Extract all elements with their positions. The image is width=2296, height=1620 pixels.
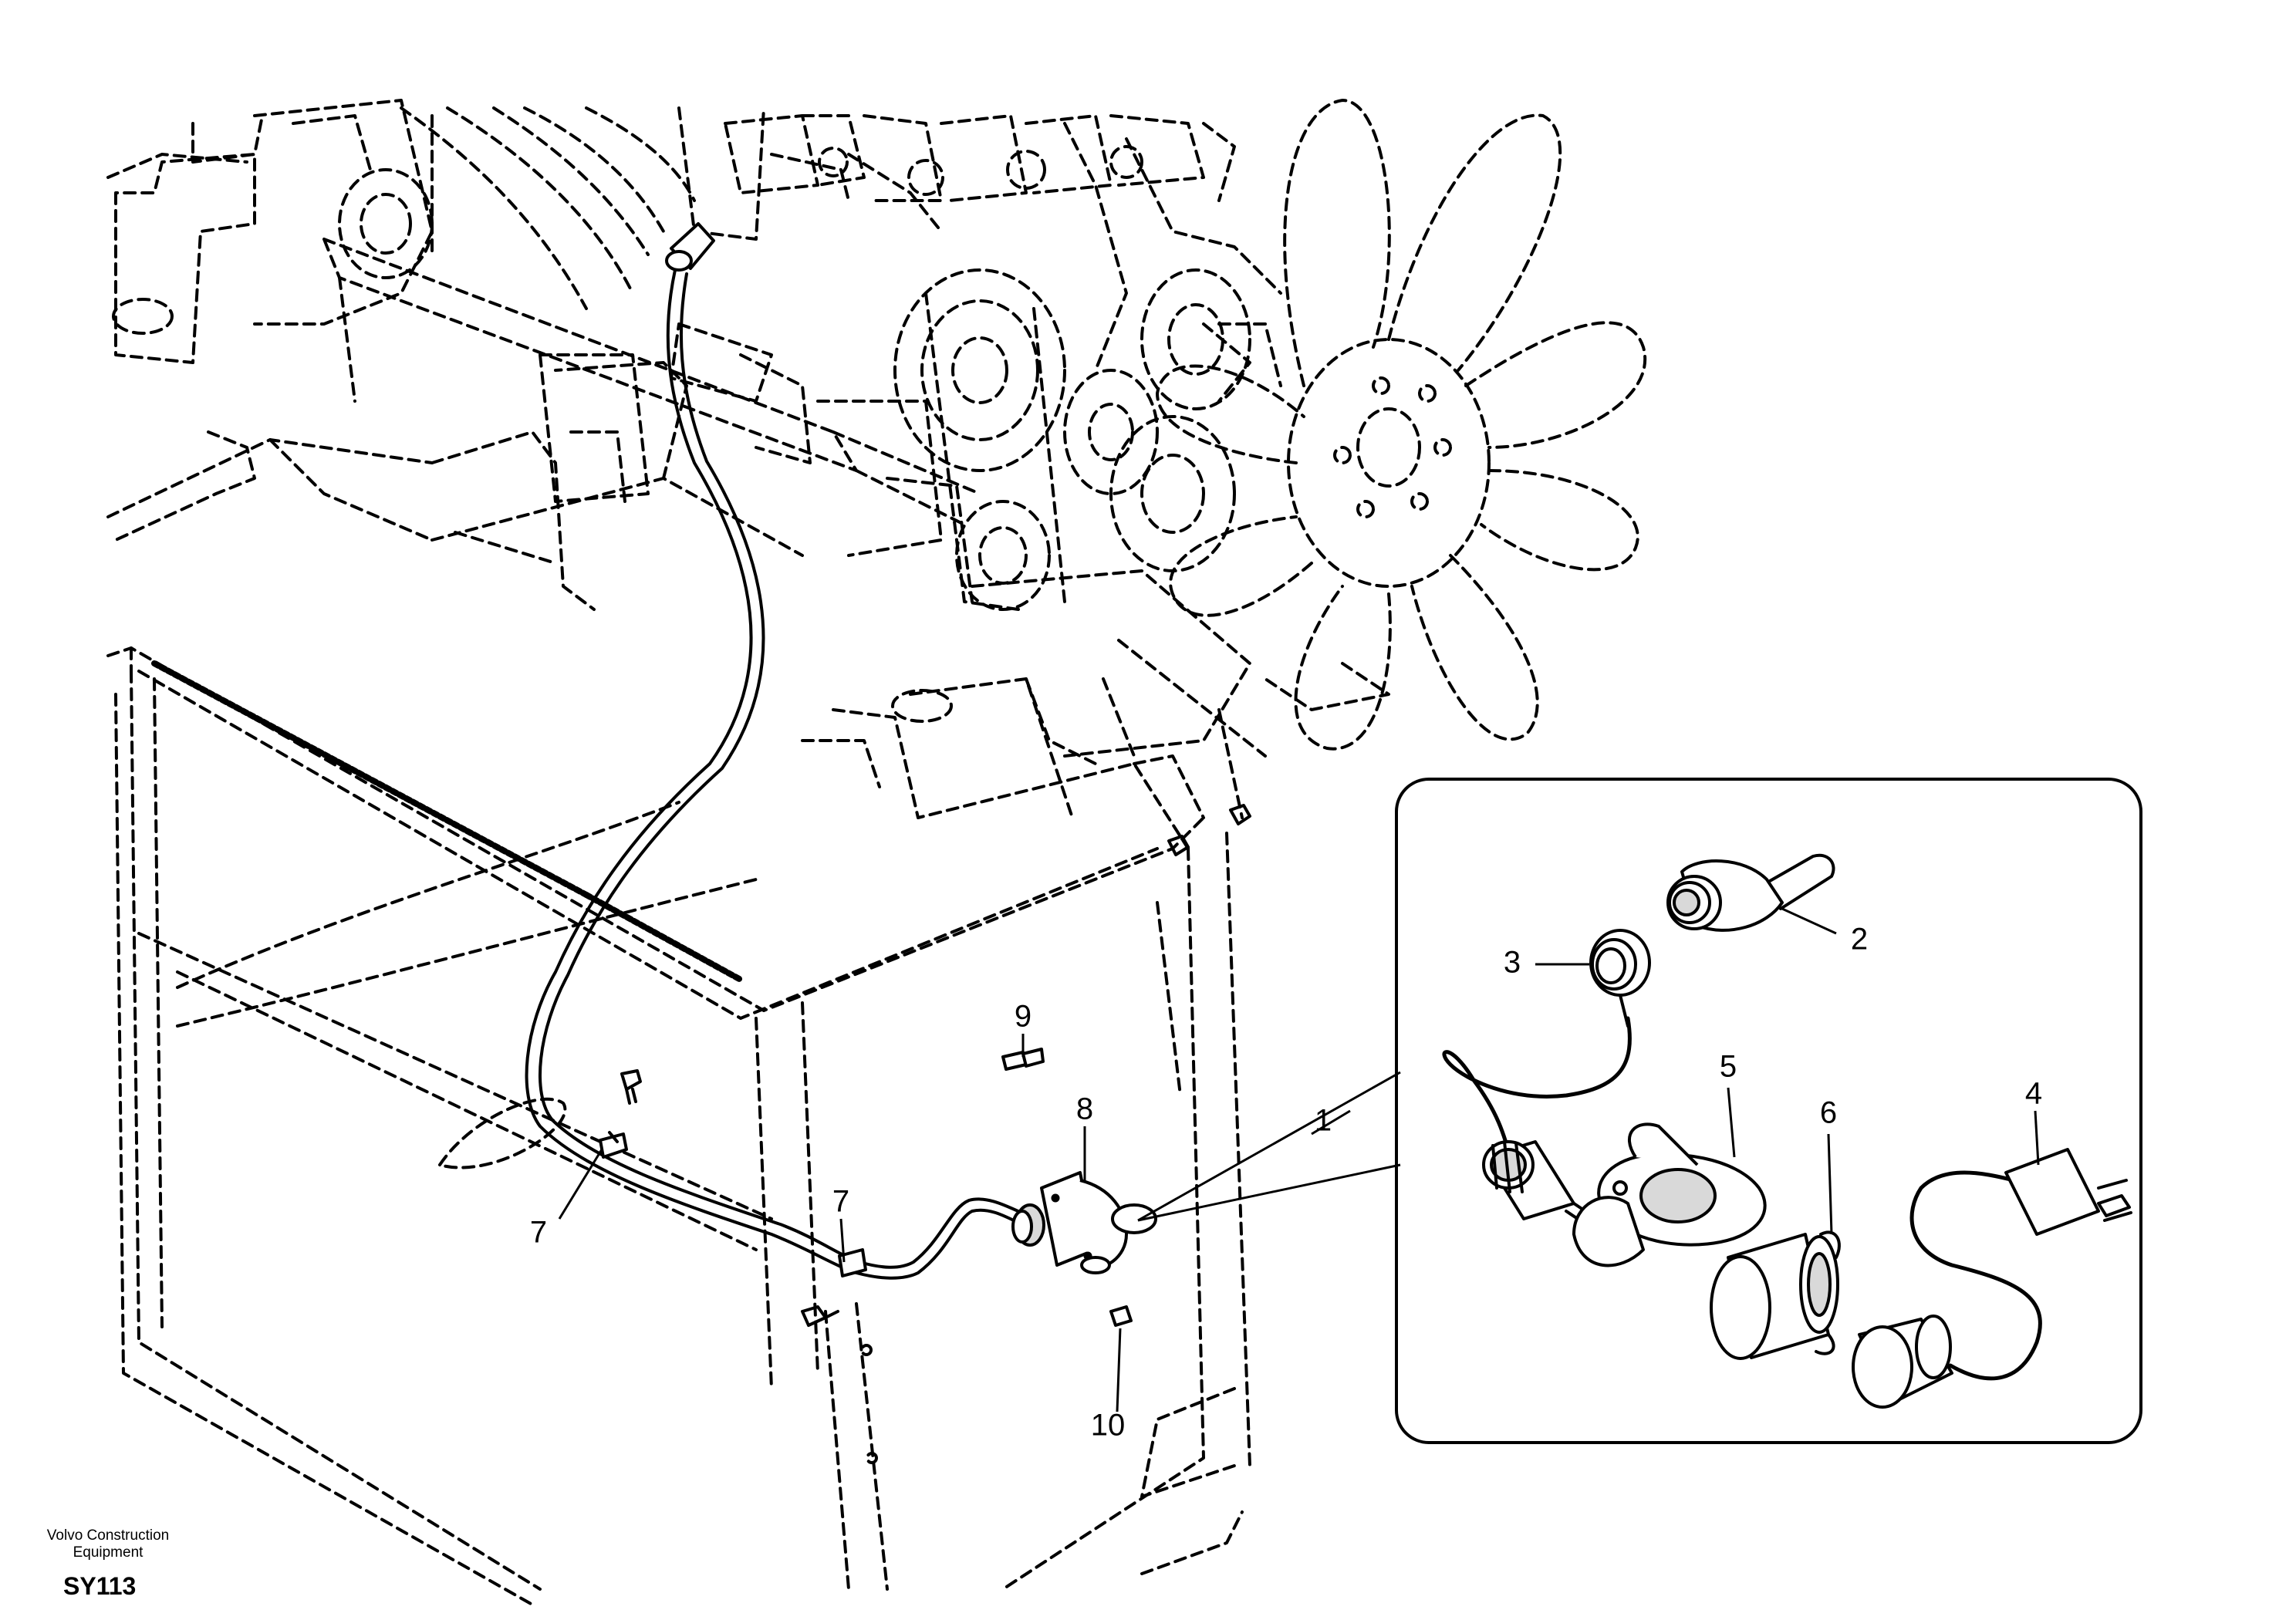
sheet-code: SY113 xyxy=(63,1572,137,1600)
callout-3: 3 xyxy=(1504,946,1521,980)
callout-labels: 1 2 3 4 5 6 7 7 8 9 10 xyxy=(530,923,2042,1443)
company-name-line1: Volvo Construction xyxy=(46,1527,170,1544)
footer: Volvo Construction Equipment SY113 xyxy=(23,1527,193,1601)
part-4-plug-cord xyxy=(1852,1148,2132,1409)
callout-1: 1 xyxy=(1315,1104,1332,1138)
part-5-receptacle xyxy=(1572,1122,1767,1267)
part-6-body xyxy=(1710,1230,1841,1360)
cooling-fan xyxy=(1156,99,1647,751)
callout-9: 9 xyxy=(1015,1000,1032,1034)
callout-7-left: 7 xyxy=(530,1216,547,1250)
engine-outline xyxy=(106,99,1390,819)
part-2-heater-element xyxy=(1666,853,1835,932)
company-name-line2: Equipment xyxy=(73,1544,144,1561)
callout-10: 10 xyxy=(1091,1409,1126,1443)
callout-8: 8 xyxy=(1076,1092,1093,1126)
callout-2: 2 xyxy=(1851,923,1868,957)
callout-7-right: 7 xyxy=(832,1185,849,1219)
callout-6: 6 xyxy=(1820,1096,1837,1130)
detail-inset xyxy=(1395,778,2142,1444)
frame-outline xyxy=(106,361,1251,1606)
callout-5: 5 xyxy=(1720,1050,1737,1084)
part-3-cord-cap xyxy=(1442,929,1651,1167)
company-name: Volvo Construction Equipment xyxy=(23,1527,193,1561)
heater-cord-assembly xyxy=(525,222,1157,1327)
callout-4: 4 xyxy=(2025,1077,2042,1111)
